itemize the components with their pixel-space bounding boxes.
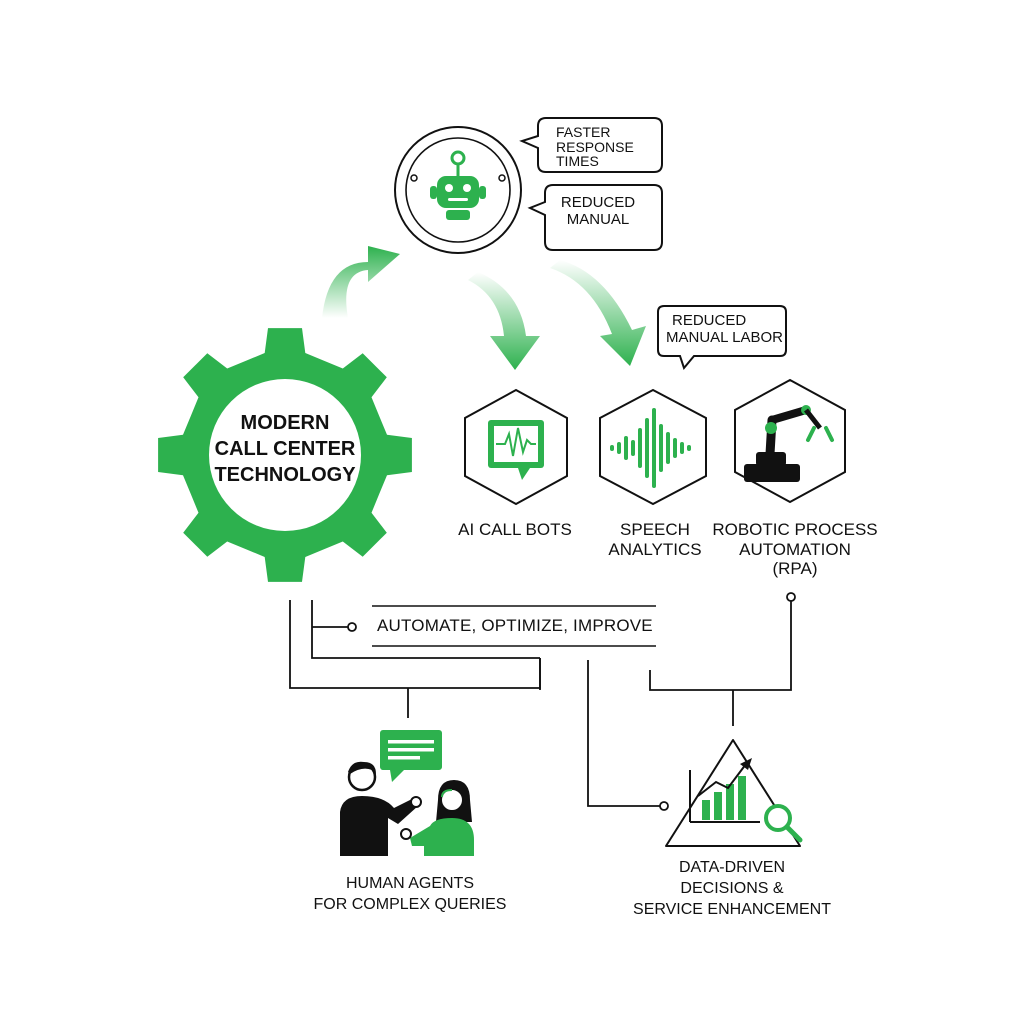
outcome-label-human-agents: HUMAN AGENTS FOR COMPLEX QUERIES — [300, 874, 520, 916]
tech-label-rpa-line1: ROBOTIC PROCESS — [712, 520, 878, 539]
callout-faster-text: FASTER RESPONSE TIMES — [556, 125, 634, 169]
callout-reduced-manual — [527, 184, 663, 251]
gear-label-line3: TECHNOLOGY — [214, 464, 356, 486]
robotic-arm-icon — [744, 405, 834, 482]
arrow-gear-to-robot — [322, 246, 400, 318]
tech-label-speech-analytics: SPEECH ANALYTICS — [580, 520, 730, 559]
callout-reduced-manual-text: REDUCED MANUAL — [548, 194, 648, 229]
sound-wave-icon — [610, 408, 691, 488]
hexagon-speech-analytics — [599, 388, 707, 506]
tech-label-speech-line1: SPEECH — [620, 520, 690, 539]
callout-reduced-manual-line2: MANUAL — [566, 211, 630, 229]
data-connector-dot — [659, 801, 669, 811]
waveform-monitor-icon — [488, 420, 544, 480]
tech-label-rpa-line2: AUTOMATION — [739, 539, 851, 559]
hexagon-rpa — [734, 378, 846, 504]
tech-label-ai-call-bots-line1: AI CALL BOTS — [458, 520, 572, 539]
callout-reduced-labor-line1: REDUCED — [672, 312, 747, 329]
callout-faster — [519, 117, 663, 173]
outcome-data-line2: DECISIONS & — [680, 879, 784, 897]
callout-faster-line2: RESPONSE — [556, 138, 634, 155]
gear-label-line2: CALL CENTER — [214, 438, 356, 460]
robot-hub — [394, 126, 522, 254]
outcome-label-data-driven: DATA-DRIVEN DECISIONS & SERVICE ENHANCEM… — [620, 858, 844, 920]
robot-icon — [430, 150, 486, 220]
callout-reduced-labor-text: REDUCED MANUAL LABOR — [666, 312, 783, 347]
conversation-icon — [340, 730, 474, 856]
callout-reduced-manual-line1: REDUCED — [560, 194, 636, 211]
connector-lines — [289, 600, 792, 807]
arrow-robot-to-callbots — [468, 272, 540, 370]
outcome-human-line1: HUMAN AGENTS — [345, 875, 474, 892]
tech-label-rpa-line3: (RPA) — [772, 559, 818, 579]
callout-faster-line1: FASTER — [556, 124, 611, 140]
banner-label: AUTOMATE, OPTIMIZE, IMPROVE — [377, 616, 653, 635]
tech-label-ai-call-bots: AI CALL BOTS — [440, 520, 590, 540]
growth-chart-magnifier-icon — [665, 739, 803, 847]
outcome-human-line2: FOR COMPLEX QUERIES — [313, 895, 507, 913]
banner-connector-dot — [347, 622, 357, 632]
callout-reduced-labor — [657, 305, 787, 371]
tech-label-speech-line2: ANALYTICS — [608, 539, 702, 559]
arrow-robot-to-speech — [550, 260, 646, 366]
gear-label: MODERN CALL CENTER TECHNOLOGY — [205, 410, 365, 488]
callout-reduced-labor-line2: MANUAL LABOR — [666, 329, 783, 347]
outcome-data-line3: SERVICE ENHANCEMENT — [633, 900, 831, 918]
outcome-data-line1: DATA-DRIVEN — [678, 859, 786, 876]
rpa-connector-dot — [786, 592, 796, 602]
hexagon-ai-call-bots — [464, 388, 568, 506]
gear-label-line1: MODERN — [240, 412, 330, 434]
tech-label-rpa: ROBOTIC PROCESS AUTOMATION (RPA) — [710, 520, 880, 579]
callout-faster-line3: TIMES — [556, 153, 599, 170]
gear-center-hole — [209, 379, 361, 531]
